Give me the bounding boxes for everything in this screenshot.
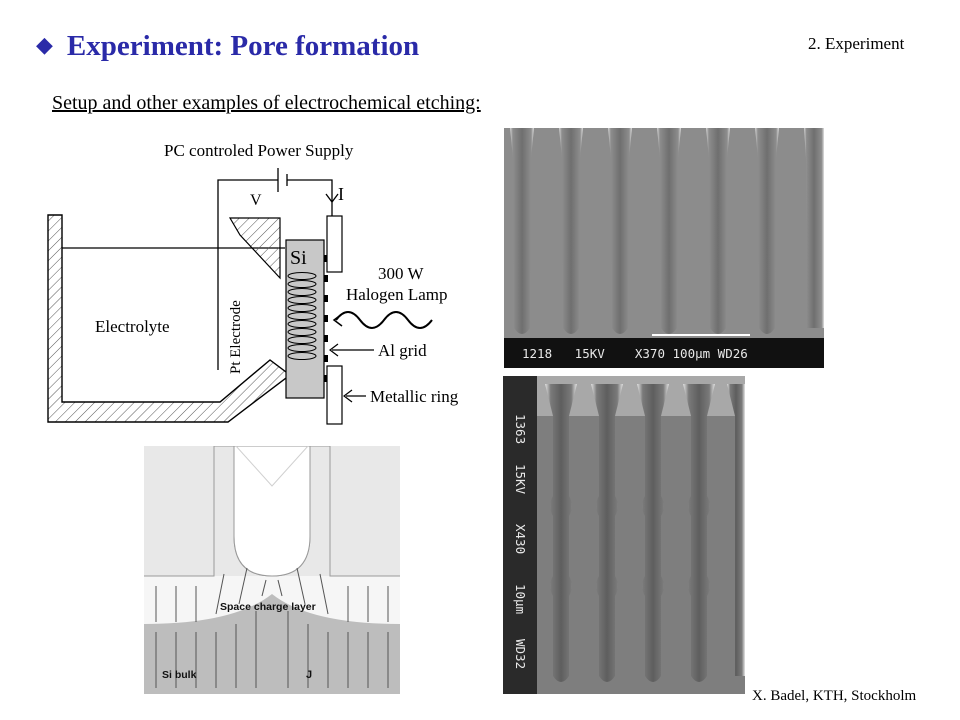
pore-channels	[510, 128, 824, 334]
sem-bottom-wd: WD32	[513, 639, 528, 669]
slide-subtitle: Setup and other examples of electrochemi…	[52, 92, 481, 114]
current-label: I	[338, 184, 344, 204]
power-supply-circuit	[217, 168, 339, 370]
pore-tip	[233, 446, 311, 577]
sem-bottom-voltage: 15KV	[513, 464, 528, 495]
pore-coils	[287, 272, 317, 360]
top-cell-wedge	[228, 217, 281, 280]
voltage-label: V	[250, 192, 262, 209]
ring-arrowhead-icon	[343, 389, 353, 403]
sem-bottom-magnification: X430	[513, 524, 528, 554]
light-arrow-icon	[332, 313, 343, 327]
sem-bottom-caption: 1363 15KV X430 10μm WD32	[513, 414, 528, 669]
sem-image-straight-pores: 1218 15KV X370 100μm WD26	[504, 128, 824, 368]
metallic-ring-label: Metallic ring	[370, 387, 459, 406]
section-label: 2. Experiment	[808, 34, 905, 53]
etching-setup-diagram: PC controled Power Supply V I Si Electro…	[47, 141, 459, 425]
credit-text: X. Badel, KTH, Stockholm	[752, 688, 917, 704]
sem-bottom-id: 1363	[513, 414, 528, 444]
current-density-label: J	[306, 669, 312, 681]
title-text: Experiment: Pore formation	[66, 30, 420, 62]
sem-image-modulated-pores: 1363 15KV X430 10μm WD32	[503, 376, 745, 694]
light-wave-icon	[335, 311, 433, 329]
modulated-pore-channels	[545, 384, 745, 682]
al-grid-dots	[324, 255, 328, 382]
lamp-power-label: 300 W	[378, 264, 424, 283]
diamond-bullet-icon: ◆	[36, 32, 53, 57]
si-bulk-label: Si bulk	[162, 669, 197, 681]
lamp-label: Halogen Lamp	[346, 285, 448, 304]
electrolyte-label: Electrolyte	[95, 317, 170, 336]
silicon-label: Si	[290, 247, 307, 269]
si-bulk-region	[144, 594, 400, 694]
power-supply-label: PC controled Power Supply	[164, 141, 354, 160]
electrolyte-tank	[47, 214, 292, 423]
space-charge-schematic: Space charge layer Si bulk J	[144, 446, 400, 694]
current-arrows-icon	[155, 567, 389, 688]
metallic-ring-bottom	[326, 365, 343, 425]
sem-top-caption: 1218 15KV X370 100μm WD26	[522, 346, 748, 361]
al-grid-label: Al grid	[378, 341, 427, 360]
metallic-ring-top	[326, 215, 343, 273]
sem-bottom-scale: 10μm	[513, 584, 528, 614]
al-grid-arrowhead-icon	[329, 343, 339, 357]
pt-electrode-label: Pt Electrode	[228, 300, 244, 374]
slide-title: ◆ Experiment: Pore formation	[36, 30, 419, 63]
space-charge-label: Space charge layer	[220, 601, 316, 613]
